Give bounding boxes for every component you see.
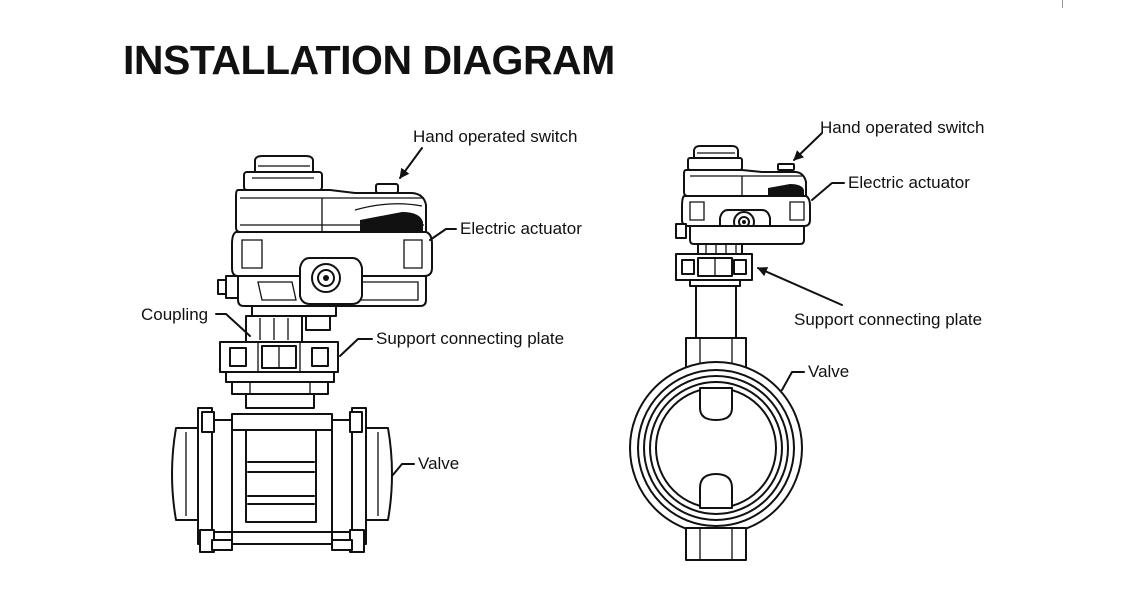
electric-actuator-right	[675, 145, 811, 255]
label-hand-switch-left: Hand operated switch	[413, 127, 577, 146]
leader-hand-switch-left	[399, 147, 423, 179]
leader-actuator-right	[811, 182, 845, 201]
label-hand-switch-right: Hand operated switch	[820, 118, 984, 137]
support-plate-right	[675, 253, 753, 287]
edge-tick-mark	[1062, 0, 1063, 8]
leader-hand-switch-right	[793, 132, 823, 161]
leader-support-plate-left	[339, 338, 373, 357]
label-valve-left: Valve	[418, 454, 459, 473]
label-support-plate-right: Support connecting plate	[794, 310, 982, 329]
label-actuator-right: Electric actuator	[848, 173, 970, 192]
ball-valve-assembly	[171, 155, 433, 553]
page-title: INSTALLATION DIAGRAM	[123, 37, 615, 83]
label-actuator-left: Electric actuator	[460, 219, 582, 238]
leader-coupling-left	[215, 313, 251, 337]
butterfly-valve-assembly	[629, 145, 811, 561]
label-coupling-left: Coupling	[141, 305, 208, 324]
leader-support-plate-right	[757, 267, 843, 306]
label-support-plate-left: Support connecting plate	[376, 329, 564, 348]
label-valve-right: Valve	[808, 362, 849, 381]
support-plate-left	[219, 341, 339, 409]
leader-valve-left	[391, 463, 415, 477]
coupling-left	[245, 305, 337, 343]
leader-valve-right	[781, 371, 805, 391]
butterfly-valve-body	[629, 361, 803, 561]
electric-actuator-left	[217, 155, 433, 307]
ball-valve-body	[171, 407, 393, 553]
valve-neck-right	[685, 285, 747, 373]
leader-actuator-left	[429, 228, 457, 241]
